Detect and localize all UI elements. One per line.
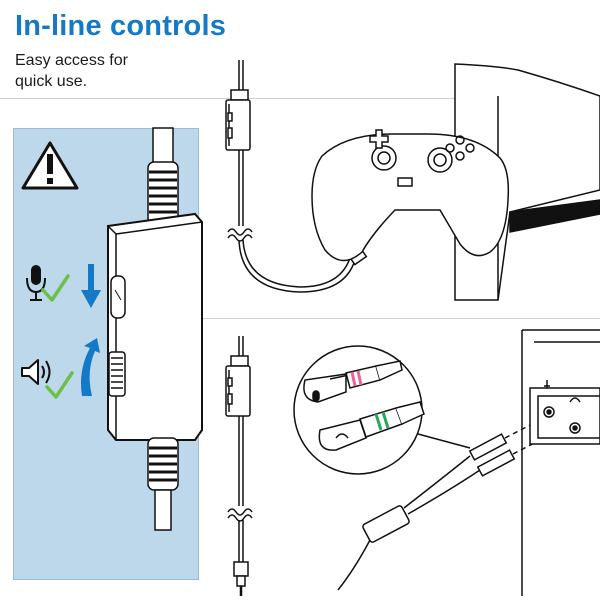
cable-coil-top xyxy=(147,161,179,225)
headphone-jack-icon xyxy=(318,401,425,451)
page-subtitle: Easy access for quick use. xyxy=(15,50,215,92)
page-title: In-line controls xyxy=(15,10,227,42)
mic-jack-icon xyxy=(303,360,403,403)
speaker-volume-icon xyxy=(21,359,51,385)
remote-closeup xyxy=(107,127,203,531)
middle-divider xyxy=(200,318,600,319)
microphone-icon xyxy=(26,265,46,301)
subtitle-line-1: Easy access for xyxy=(15,52,128,69)
checkmark-icon xyxy=(45,371,74,399)
arrow-down-icon xyxy=(81,264,101,308)
cable-coil-bottom xyxy=(147,437,179,491)
console-scene xyxy=(225,60,600,301)
checkmark-icon xyxy=(41,274,70,302)
pc-scene xyxy=(225,329,600,596)
top-divider xyxy=(0,98,600,99)
subtitle-line-2: quick use. xyxy=(15,73,88,90)
arrow-up-icon xyxy=(81,338,100,396)
warning-triangle-icon xyxy=(21,141,79,190)
